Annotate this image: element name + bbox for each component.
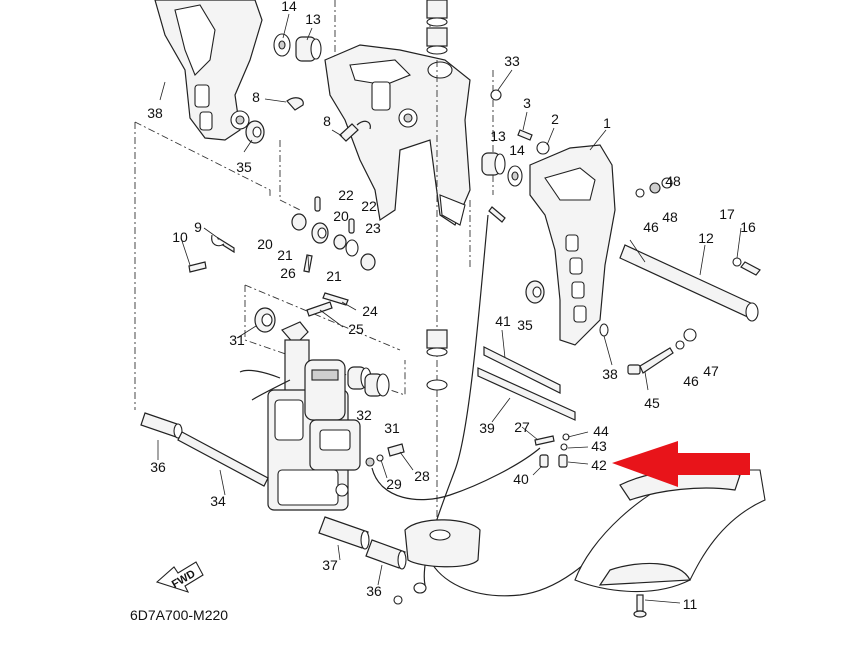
bushing-31-lower <box>364 373 390 397</box>
callout-35: 35 <box>236 159 252 175</box>
callout-29: 29 <box>386 476 402 492</box>
callout-42: 42 <box>591 457 607 473</box>
callout-13: 13 <box>490 128 506 144</box>
bushing-13-right <box>481 152 506 176</box>
plate-41 <box>483 346 561 394</box>
small-hardware-right <box>599 177 761 350</box>
callout-1: 1 <box>603 115 611 131</box>
shaft-34 <box>177 431 269 487</box>
steering-shaft-lower <box>426 329 448 391</box>
clamp-bracket-right <box>529 144 616 346</box>
fwd-arrow: FWD <box>155 561 204 593</box>
callout-9: 9 <box>194 219 202 235</box>
callout-20: 20 <box>333 208 349 224</box>
tube-36-lower <box>365 539 407 570</box>
callout-23: 23 <box>365 220 381 236</box>
callout-24: 24 <box>362 303 378 319</box>
highlight-arrow <box>612 441 750 487</box>
callout-45: 45 <box>644 395 660 411</box>
callout-40: 40 <box>513 471 529 487</box>
callout-36: 36 <box>366 583 382 599</box>
callout-37: 37 <box>322 557 338 573</box>
callout-46: 46 <box>643 219 659 235</box>
bolt-45 <box>627 347 674 375</box>
callout-46: 46 <box>683 373 699 389</box>
callout-28: 28 <box>414 468 430 484</box>
callout-39: 39 <box>479 420 495 436</box>
callout-16: 16 <box>740 219 756 235</box>
bushing-13-top <box>295 36 322 62</box>
callout-48: 48 <box>662 209 678 225</box>
tilt-shaft-12 <box>619 239 759 322</box>
screw-11 <box>633 594 647 618</box>
callout-8: 8 <box>323 113 331 129</box>
callout-36: 36 <box>150 459 166 475</box>
small-parts-middle <box>188 89 550 317</box>
callout-3: 3 <box>523 95 531 111</box>
callout-47: 47 <box>703 363 719 379</box>
tube-37 <box>318 516 370 550</box>
steering-shaft-top <box>426 0 448 55</box>
bushing-35-right <box>525 280 545 304</box>
callout-8: 8 <box>252 89 260 105</box>
callout-33: 33 <box>504 53 520 69</box>
callout-22: 22 <box>338 187 354 203</box>
bushing-35-left <box>245 120 265 144</box>
callout-41: 41 <box>495 313 511 329</box>
washer-14-right <box>507 165 523 187</box>
callout-14: 14 <box>509 142 525 158</box>
callout-20: 20 <box>257 236 273 252</box>
callout-25: 25 <box>348 321 364 337</box>
callout-43: 43 <box>591 438 607 454</box>
small-hardware-lower <box>365 433 570 468</box>
callout-27: 27 <box>514 419 530 435</box>
callout-10: 10 <box>172 229 188 245</box>
trim-tilt-unit <box>239 307 361 511</box>
callout-14: 14 <box>281 0 297 14</box>
callout-35: 35 <box>517 317 533 333</box>
callout-12: 12 <box>698 230 714 246</box>
callout-34: 34 <box>210 493 226 509</box>
washer-14-top <box>273 33 291 57</box>
callout-31: 31 <box>229 332 245 348</box>
callout-21: 21 <box>326 268 342 284</box>
tube-36-left <box>140 412 183 439</box>
callout-11: 11 <box>683 596 698 612</box>
callout-2: 2 <box>551 111 559 127</box>
callout-31: 31 <box>384 420 400 436</box>
callout-26: 26 <box>280 265 296 281</box>
callout-17: 17 <box>719 206 735 222</box>
anode-center <box>404 519 481 568</box>
callout-38: 38 <box>602 366 618 382</box>
steering-bracket-center <box>324 44 471 226</box>
plate-39 <box>477 367 576 421</box>
callout-21: 21 <box>277 247 293 263</box>
callout-13: 13 <box>305 11 321 27</box>
lower-unit <box>574 469 766 593</box>
diagram-code: 6D7A700-M220 <box>130 607 228 623</box>
swivel-bracket-left <box>154 0 263 141</box>
callout-38: 38 <box>147 105 163 121</box>
leader-lines <box>157 13 742 604</box>
callout-48: 48 <box>665 173 681 189</box>
callout-44: 44 <box>593 423 609 439</box>
callout-32: 32 <box>356 407 372 423</box>
callout-22: 22 <box>361 198 377 214</box>
